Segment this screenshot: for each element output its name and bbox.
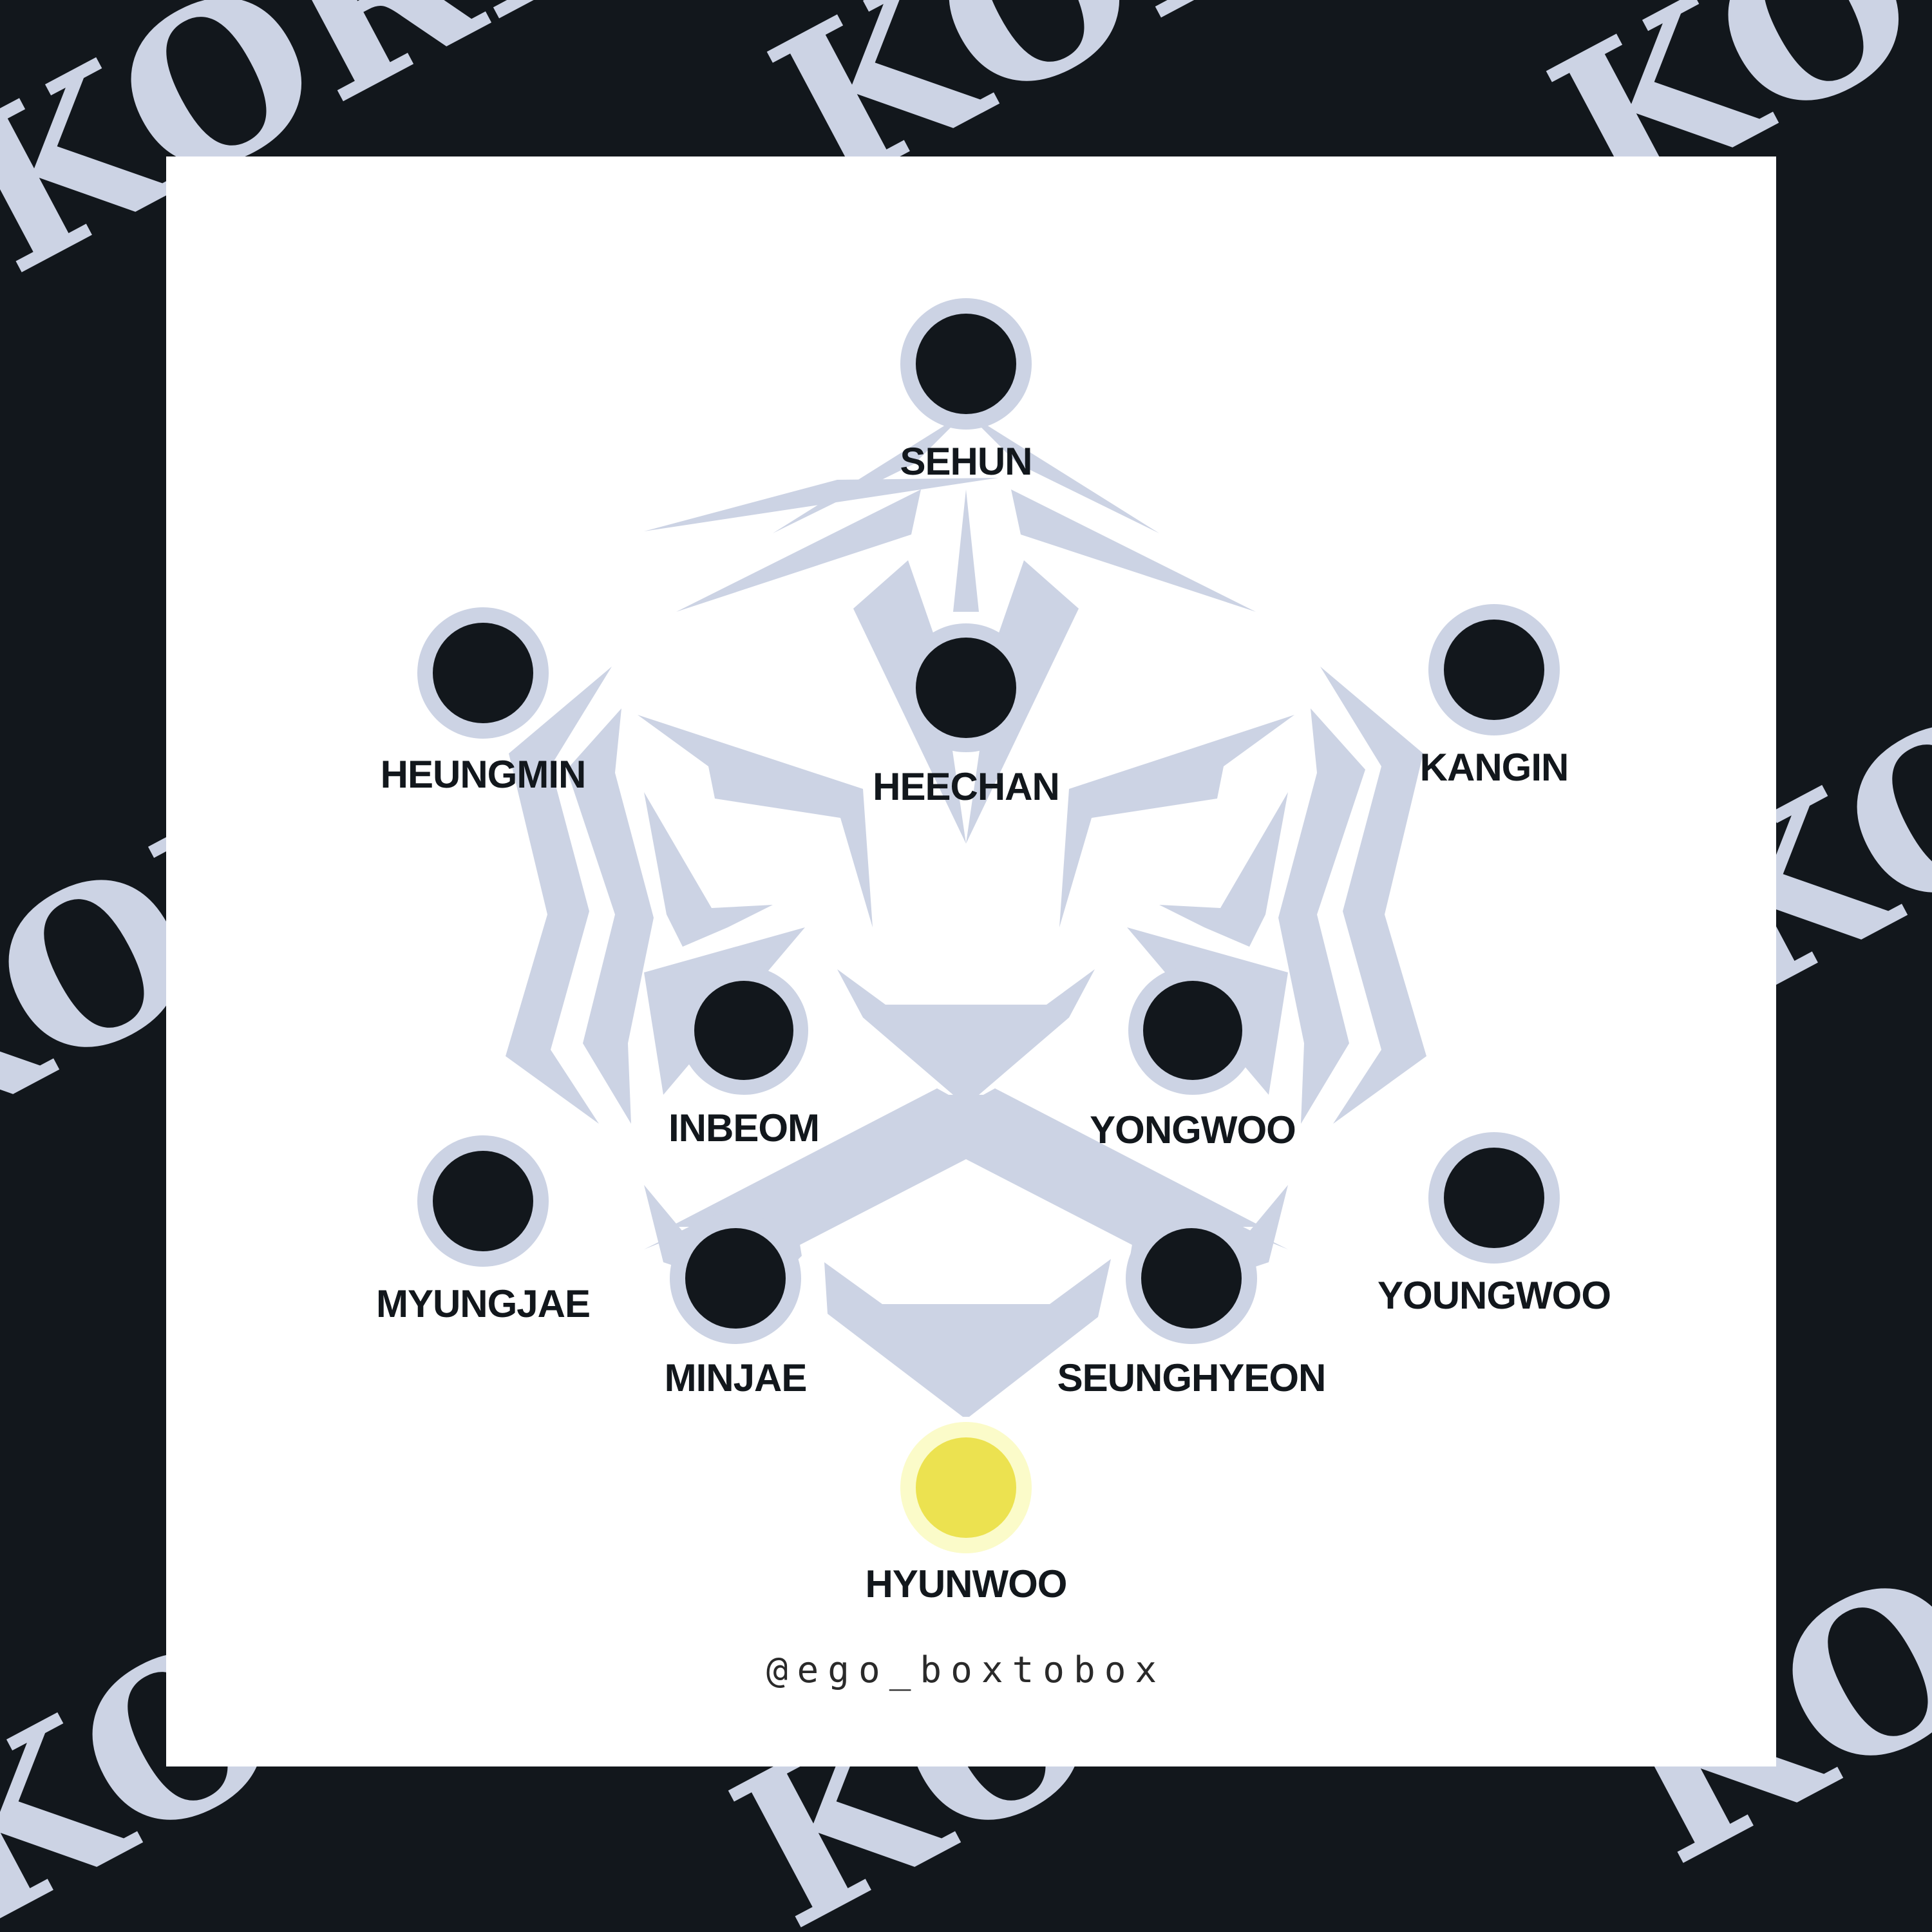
player-name: MYUNGJAE <box>376 1282 590 1325</box>
player-node: SEUNGHYEON <box>1057 1213 1326 1399</box>
player-node: HEECHAN <box>873 623 1060 808</box>
player-dot <box>916 638 1016 738</box>
goalkeeper-dot <box>916 1437 1016 1538</box>
emblem-shape <box>824 1259 1111 1417</box>
player-name: KANGIN <box>1420 746 1569 789</box>
player-name: INBEOM <box>668 1106 819 1150</box>
player-dot <box>916 314 1016 414</box>
emblem-shape <box>1320 667 1426 1124</box>
formation: SEHUN HEECHAN HEUNGMIN KANGIN INBEOM <box>376 298 1611 1605</box>
player-name: SEUNGHYEON <box>1057 1356 1326 1399</box>
player-node: YOUNGWOO <box>1378 1132 1611 1317</box>
player-dot <box>685 1228 786 1329</box>
goalkeeper-name: HYUNWOO <box>866 1562 1067 1605</box>
emblem-shape <box>1159 792 1288 947</box>
emblem-shape <box>953 489 979 612</box>
player-node: KANGIN <box>1420 604 1569 789</box>
emblem-shape <box>1278 708 1365 1124</box>
player-node: MINJAE <box>665 1213 807 1399</box>
emblem-shape <box>773 412 966 533</box>
player-dot <box>1444 1148 1544 1248</box>
emblem-shape <box>673 1095 1259 1265</box>
goalkeeper-node: HYUNWOO <box>866 1422 1067 1605</box>
player-dot <box>1444 620 1544 720</box>
player-dot <box>1141 1228 1242 1329</box>
player-name: YONGWOO <box>1090 1108 1296 1151</box>
emblem-shape <box>966 412 1159 533</box>
player-name: MINJAE <box>665 1356 807 1399</box>
player-dot <box>694 981 793 1080</box>
emblem-shape <box>567 708 654 1124</box>
emblem-shape <box>506 667 612 1124</box>
player-node: INBEOM <box>668 966 820 1150</box>
player-name: SEHUN <box>900 440 1032 483</box>
player-node: MYUNGJAE <box>376 1135 591 1325</box>
player-name: HEECHAN <box>873 765 1059 808</box>
emblem-shape <box>644 792 773 947</box>
player-name: YOUNGWOO <box>1378 1274 1611 1317</box>
emblem-shape <box>837 969 1095 1095</box>
emblem-shape <box>1059 715 1294 927</box>
player-dot <box>433 1151 533 1251</box>
emblem-shape <box>676 489 921 612</box>
player-node: SEHUN <box>900 298 1033 483</box>
emblem-shape <box>1011 489 1256 612</box>
player-node: HEUNGMIN <box>381 607 586 796</box>
emblem-shape <box>638 715 873 927</box>
credit-handle: @ego_boxtobox <box>766 1649 1166 1691</box>
player-name: HEUNGMIN <box>381 753 586 796</box>
player-dot <box>433 623 533 723</box>
player-node: YONGWOO <box>1090 966 1296 1151</box>
tiger-emblem <box>506 412 1426 1417</box>
player-dot <box>1143 981 1242 1080</box>
